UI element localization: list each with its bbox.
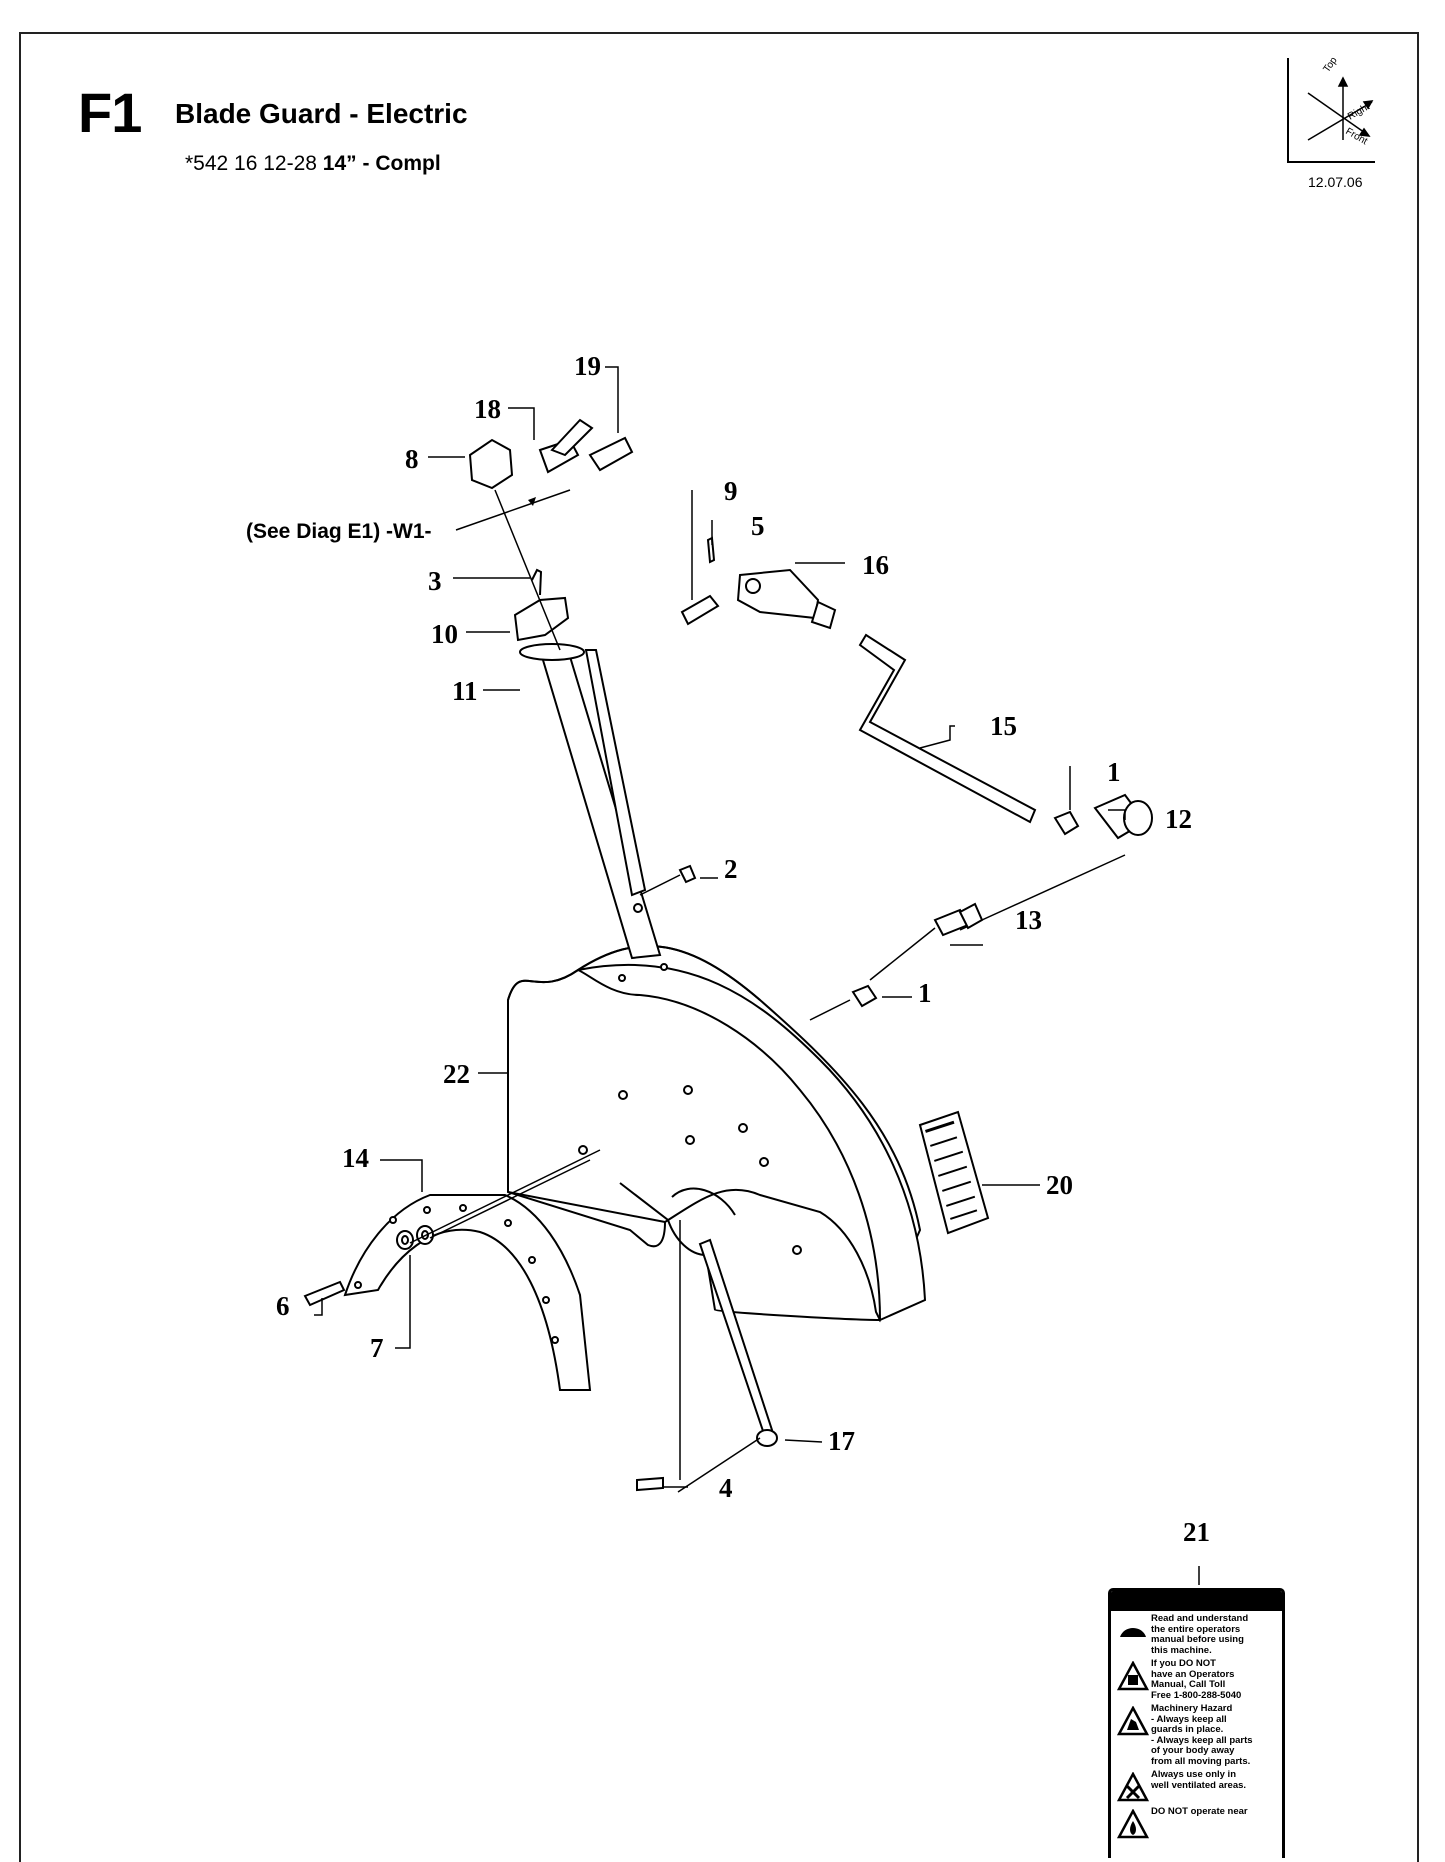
callout-3: 3 xyxy=(428,566,442,596)
warning-row: DO NOT operate near xyxy=(1111,1804,1282,1841)
manual-dome-icon xyxy=(1115,1614,1151,1648)
callout-4: 4 xyxy=(719,1473,733,1503)
callout-8: 8 xyxy=(405,444,419,474)
fire-warning-icon xyxy=(1115,1807,1151,1841)
callout-12: 12 xyxy=(1165,804,1192,834)
subtitle-part-number: *542 16 12-28 xyxy=(185,152,317,175)
manual-warning-icon xyxy=(1115,1659,1151,1693)
guard-rim-curve xyxy=(577,963,927,1322)
callout-10: 10 xyxy=(431,619,458,649)
axis-top-label: Top xyxy=(1321,55,1340,75)
callout-15: 15 xyxy=(990,711,1017,741)
callout-16: 16 xyxy=(862,550,889,580)
callout-2: 2 xyxy=(724,854,738,884)
warning-row: Always use only in well ventilated areas… xyxy=(1111,1767,1282,1804)
see-diagram-note: (See Diag E1) -W1- xyxy=(246,520,432,543)
callout-5: 5 xyxy=(751,511,765,541)
flange-washer xyxy=(519,643,585,661)
diagram-date: 12.07.06 xyxy=(1308,174,1363,190)
callout-18: 18 xyxy=(474,394,501,424)
warning-text: Always use only in well ventilated areas… xyxy=(1151,1769,1247,1791)
warning-text: DO NOT operate near xyxy=(1151,1806,1248,1817)
callout-17: 17 xyxy=(828,1426,855,1456)
elbow-fitting xyxy=(468,438,514,490)
warning-text: If you DO NOT have an Operators Manual, … xyxy=(1151,1658,1242,1701)
warning-text: Read and understand the entire operators… xyxy=(1151,1613,1249,1656)
clevis-pin xyxy=(680,594,720,626)
axis-front-label: Front xyxy=(1344,126,1370,147)
callout-1-lower: 1 xyxy=(918,978,932,1008)
control-rod xyxy=(858,633,1037,824)
callout-19: 19 xyxy=(574,351,601,381)
callout-9: 9 xyxy=(724,476,738,506)
callout-20: 20 xyxy=(1046,1170,1073,1200)
leader-lines xyxy=(314,366,1200,1585)
guard-decal xyxy=(918,1110,990,1235)
warning-label-header xyxy=(1111,1591,1282,1611)
warning-row: Machinery Hazard - Always keep all guard… xyxy=(1111,1701,1282,1767)
warning-text: Machinery Hazard - Always keep all guard… xyxy=(1151,1703,1253,1767)
subtitle-suffix: - Compl xyxy=(362,152,441,175)
callout-1-upper: 1 xyxy=(1107,757,1121,787)
hose-nozzle xyxy=(588,436,634,472)
callout-21: 21 xyxy=(1183,1517,1210,1547)
machinery-hazard-icon xyxy=(1115,1704,1151,1738)
callout-14: 14 xyxy=(342,1143,369,1173)
callout-13: 13 xyxy=(1015,905,1042,935)
figure-title: Blade Guard - Electric xyxy=(175,98,468,129)
callout-22: 22 xyxy=(443,1059,470,1089)
reference-arrow xyxy=(528,497,536,506)
warning-label: Read and understand the entire operators… xyxy=(1108,1588,1285,1858)
warning-row: If you DO NOT have an Operators Manual, … xyxy=(1111,1656,1282,1701)
page-frame xyxy=(19,32,1419,1862)
callout-7: 7 xyxy=(370,1333,384,1363)
callout-11: 11 xyxy=(452,676,478,706)
subtitle-size: 14” xyxy=(322,152,357,175)
warning-row: Read and understand the entire operators… xyxy=(1111,1611,1282,1656)
ventilation-warning-icon xyxy=(1115,1770,1151,1804)
lower-link-rod xyxy=(698,1238,774,1436)
callout-6: 6 xyxy=(276,1291,290,1321)
orientation-indicator: Top Right Front xyxy=(1287,55,1375,163)
figure-subtitle: *542 16 12-28 14” - Compl xyxy=(185,152,441,176)
clevis-link xyxy=(736,568,820,620)
callout-labels: 19 18 8 9 5 16 3 10 11 15 1 12 2 13 1 22… xyxy=(276,351,1210,1547)
figure-code: F1 xyxy=(78,81,142,144)
